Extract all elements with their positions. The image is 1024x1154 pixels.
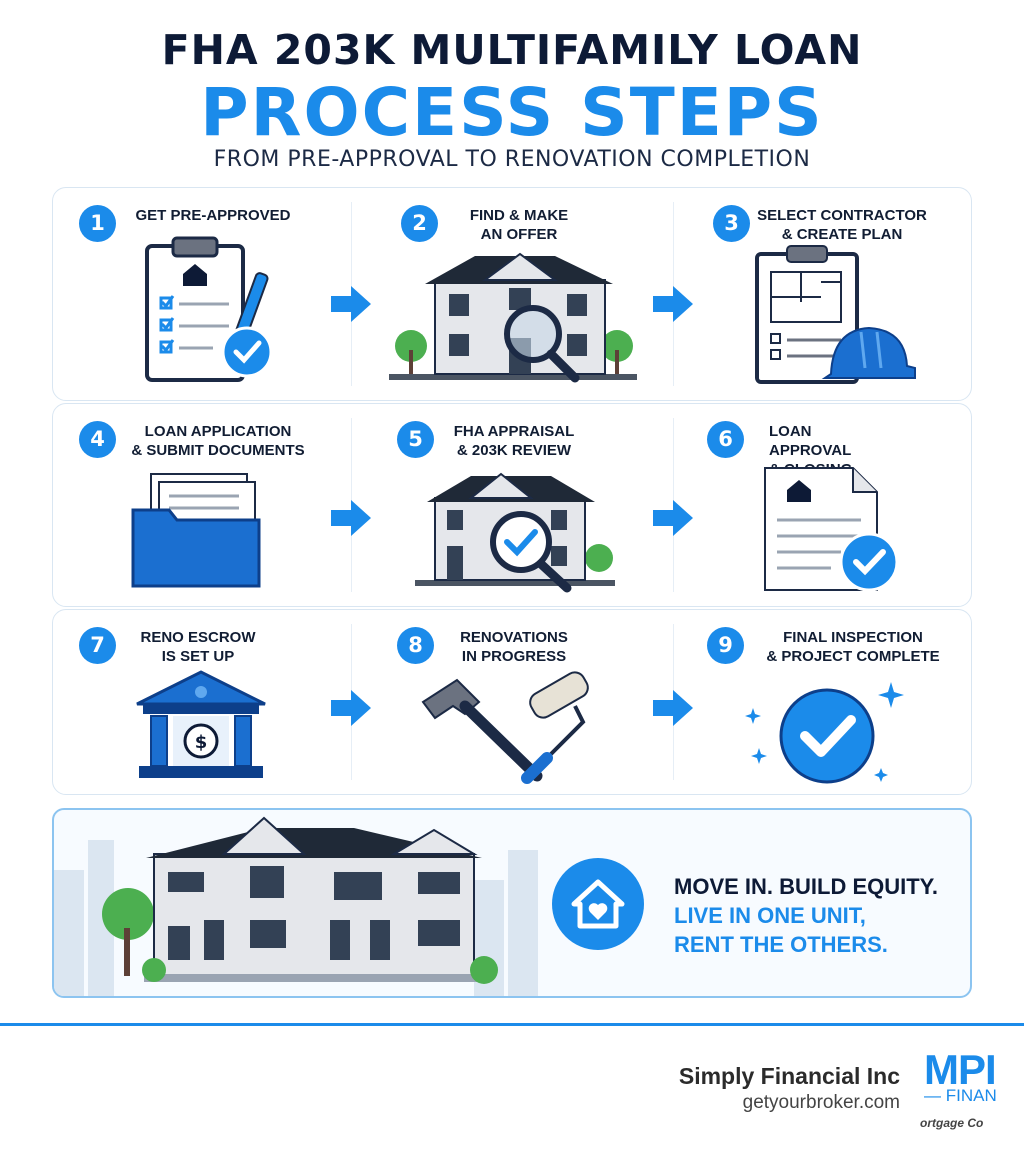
logo-tagline: ortgage Co	[920, 1116, 984, 1130]
step-9: 9 FINAL INSPECTION& PROJECT COMPLETE	[673, 610, 979, 794]
step-number-badge: 8	[397, 627, 434, 664]
step-number-badge: 5	[397, 421, 434, 458]
title-line-2: PROCESS STEPS	[200, 74, 824, 151]
step-5: 5 FHA APPRAISAL& 203K REVIEW	[359, 404, 665, 606]
clipboard-checklist-icon	[145, 236, 273, 382]
company-logo: MPI — FINAN ortgage Co	[920, 1046, 1024, 1136]
step-label: FHA APPRAISAL& 203K REVIEW	[453, 423, 575, 459]
step-3: 3 SELECT CONTRACTOR& CREATE PLAN	[673, 188, 979, 400]
logo-subtext: — FINAN	[924, 1086, 997, 1105]
company-name: Simply Financial Inc	[678, 1063, 900, 1089]
step-1: 1 GET PRE-APPROVED	[53, 188, 359, 400]
folder-documents-icon	[131, 473, 261, 588]
arrow-right-icon	[653, 690, 693, 726]
step-number-badge: 3	[713, 205, 750, 242]
step-number-badge: 9	[707, 627, 744, 664]
approved-document-icon	[764, 467, 899, 592]
cta-banner: MOVE IN. BUILD EQUITY. LIVE IN ONE UNIT,…	[52, 808, 972, 998]
steps-row-2: 4 LOAN APPLICATION& SUBMIT DOCUMENTS 5 F…	[52, 403, 972, 607]
step-label: GET PRE-APPROVED	[135, 207, 291, 224]
cta-line-3: RENT THE OTHERS.	[674, 932, 888, 957]
arrow-right-icon	[331, 690, 371, 726]
step-6: 6 LOAN APPROVAL& CLOSING	[673, 404, 979, 606]
step-number-badge: 2	[401, 205, 438, 242]
cta-line-2: LIVE IN ONE UNIT,	[674, 903, 866, 928]
subtitle: FROM PRE-APPROVAL TO RENOVATION COMPLETI…	[213, 147, 811, 172]
arrow-right-icon	[653, 286, 693, 322]
house-magnifier-icon	[389, 252, 637, 383]
checkmark-sparkles-icon	[745, 682, 904, 784]
house-check-magnifier-icon	[415, 472, 615, 593]
bank-dollar-icon: $	[136, 670, 266, 778]
hammer-roller-icon	[421, 671, 589, 784]
blueprint-hardhat-icon	[755, 245, 916, 384]
multifamily-house-icon	[54, 816, 538, 996]
company-info: Simply Financial Inc getyourbroker.com	[679, 1063, 900, 1114]
arrow-right-icon	[331, 286, 371, 322]
home-heart-icon	[552, 858, 644, 950]
step-number-badge: 6	[707, 421, 744, 458]
arrow-right-icon	[331, 500, 371, 536]
steps-row-1: 1 GET PRE-APPROVED 2 FIND & M	[52, 187, 972, 401]
cta-line-1: MOVE IN. BUILD EQUITY.	[674, 874, 939, 899]
svg-text:$: $	[195, 732, 208, 753]
arrow-right-icon	[653, 500, 693, 536]
step-number-badge: 1	[79, 205, 116, 242]
footer-divider	[0, 1023, 1024, 1026]
cta-text: MOVE IN. BUILD EQUITY. LIVE IN ONE UNIT,…	[674, 872, 970, 959]
title-line-1: FHA 203K MULTIFAMILY LOAN	[161, 26, 863, 74]
company-website[interactable]: getyourbroker.com	[742, 1092, 900, 1113]
step-label: LOAN APPLICATION& SUBMIT DOCUMENTS	[131, 423, 305, 459]
step-number-badge: 7	[79, 627, 116, 664]
logo-mark: MPI	[924, 1046, 997, 1093]
step-label: FINAL INSPECTION& PROJECT COMPLETE	[766, 629, 940, 665]
step-4: 4 LOAN APPLICATION& SUBMIT DOCUMENTS	[53, 404, 359, 606]
step-number-badge: 4	[79, 421, 116, 458]
step-label: SELECT CONTRACTOR& CREATE PLAN	[757, 207, 927, 243]
